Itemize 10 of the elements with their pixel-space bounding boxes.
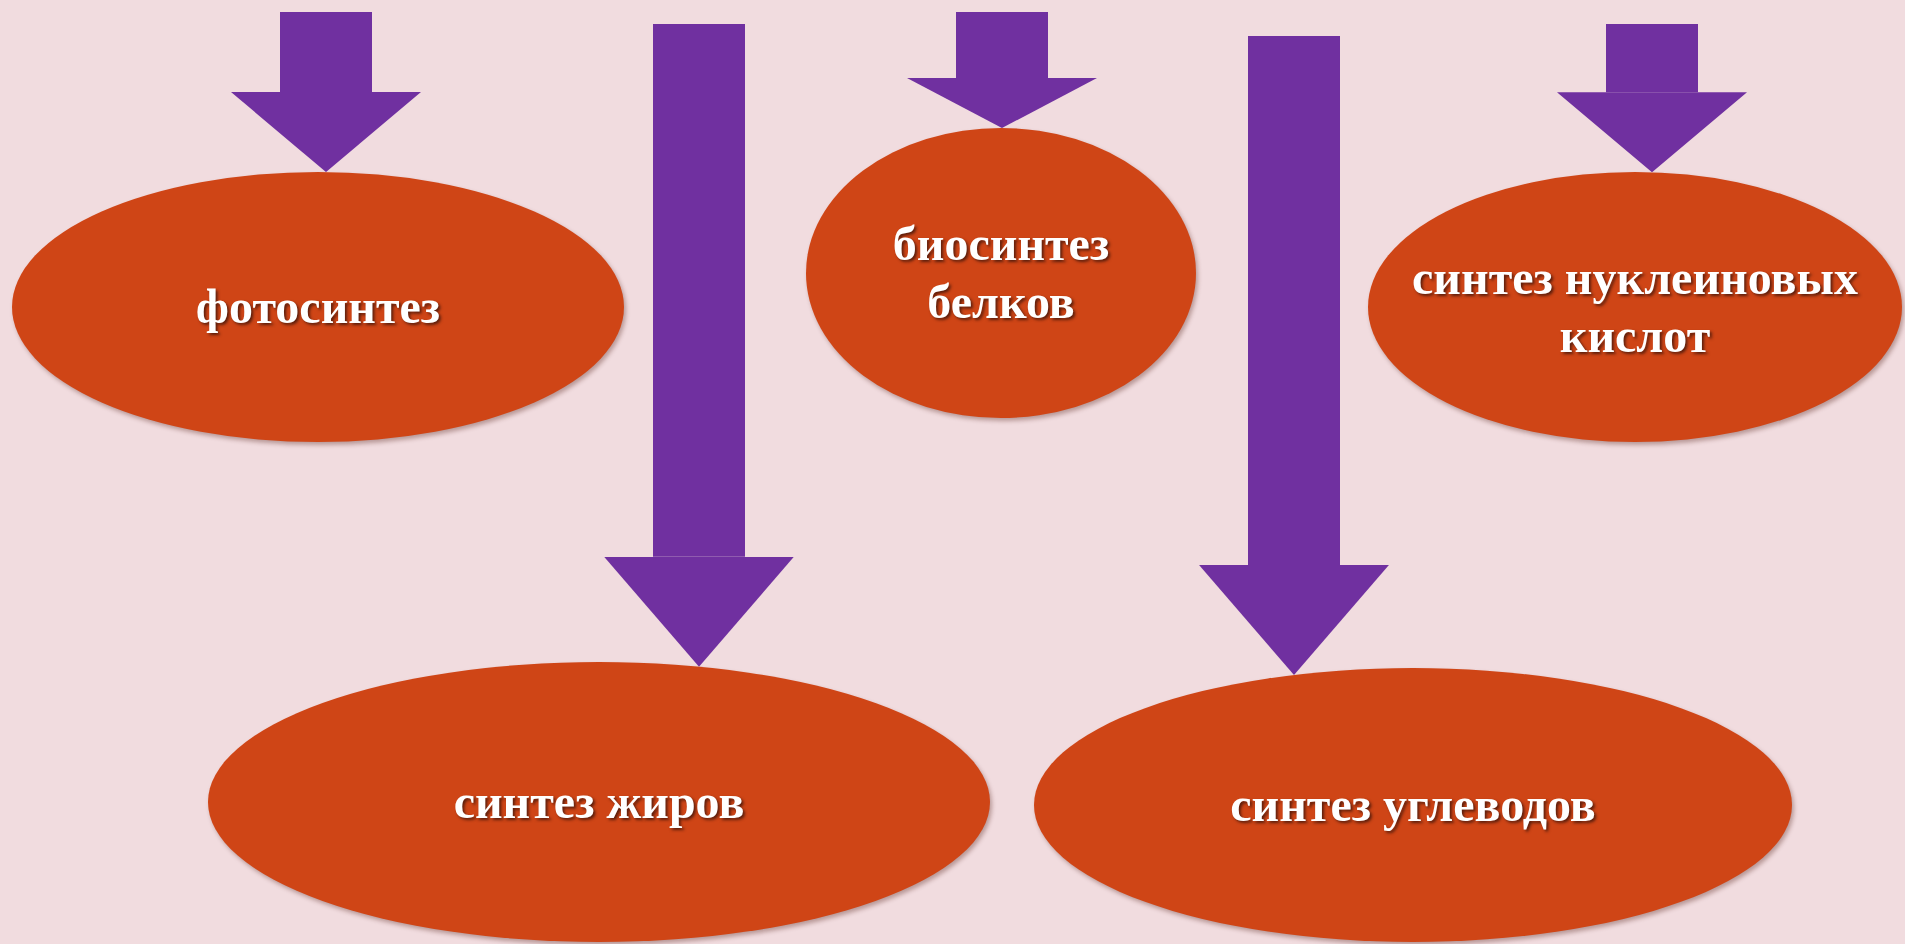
node-label: синтез углеводов [1230,777,1596,834]
block-arrow [604,24,794,667]
block-arrow [907,12,1097,128]
node-label: синтез жиров [453,774,745,831]
node-label: синтез нуклеиновых кислот [1411,250,1859,364]
block-arrow [1199,36,1389,675]
block-arrow [1557,24,1747,173]
block-arrow [231,12,421,173]
node-label: фотосинтез [195,279,441,336]
node-label: биосинтез белков [891,216,1111,330]
